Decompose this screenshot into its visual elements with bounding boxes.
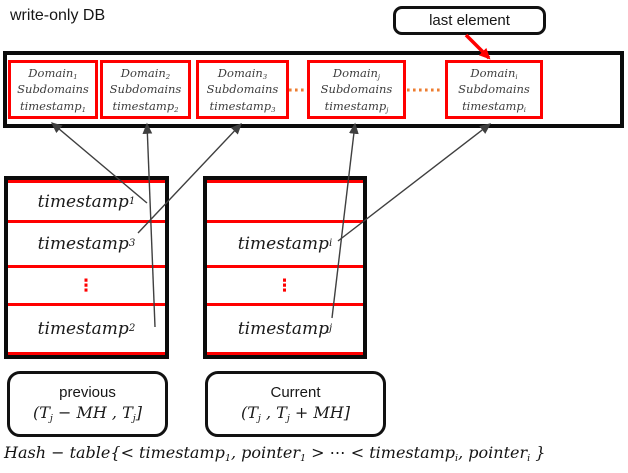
last-element-label: last element bbox=[429, 12, 510, 29]
red-rule bbox=[8, 265, 165, 268]
domain-cell-line: Domaini bbox=[470, 65, 518, 81]
previous-interval-box: previous (Tj − MH , Tj] bbox=[7, 371, 168, 437]
last-element-callout: last element bbox=[393, 6, 546, 35]
page-title: write-only DB bbox=[10, 7, 106, 24]
domain-cell-line: timestamp2 bbox=[112, 98, 179, 114]
domain-cell-line: Domainj bbox=[332, 65, 381, 81]
domain-cell-line: Subdomains bbox=[17, 82, 89, 97]
hash-table-formula: Hash − table{< timestamp1, pointer1 > ⋯ … bbox=[4, 443, 546, 464]
red-rule bbox=[207, 265, 363, 268]
ellipsis-row: ⋮ bbox=[77, 275, 96, 296]
domain-cell-line: Subdomains bbox=[206, 82, 279, 97]
domain-cell-line: Subdomains bbox=[320, 82, 393, 97]
previous-interval-title: previous bbox=[59, 384, 116, 401]
domain-cell-line: Subdomains bbox=[458, 82, 530, 97]
timestamp-row bbox=[207, 183, 363, 220]
red-rule bbox=[207, 303, 363, 306]
current-interval-title: Current bbox=[270, 384, 321, 401]
ellipsis-row: ⋮ bbox=[276, 275, 294, 296]
red-rule bbox=[8, 220, 165, 223]
domain-cell-line: timestampi bbox=[462, 98, 526, 114]
domain-cell-line: Domain3 bbox=[217, 65, 268, 81]
domain-cell-line: timestampj bbox=[324, 98, 389, 114]
red-rule bbox=[8, 303, 165, 306]
red-rule bbox=[207, 352, 363, 355]
current-interval-box: Current (Tj , Tj + MH] bbox=[205, 371, 386, 437]
domain-cell-line: timestamp3 bbox=[209, 98, 276, 114]
red-rule bbox=[8, 352, 165, 355]
domain-cell-line: Subdomains bbox=[109, 82, 182, 97]
domain-cell-line: Domain2 bbox=[120, 65, 171, 81]
red-rule bbox=[207, 220, 363, 223]
current-interval-range: (Tj , Tj + MH] bbox=[241, 403, 350, 424]
red-rule bbox=[207, 180, 363, 183]
previous-interval-range: (Tj − MH , Tj] bbox=[33, 403, 142, 424]
domain-cell-line: Domain1 bbox=[28, 65, 78, 81]
domain-cell-line: timestamp1 bbox=[19, 98, 87, 114]
